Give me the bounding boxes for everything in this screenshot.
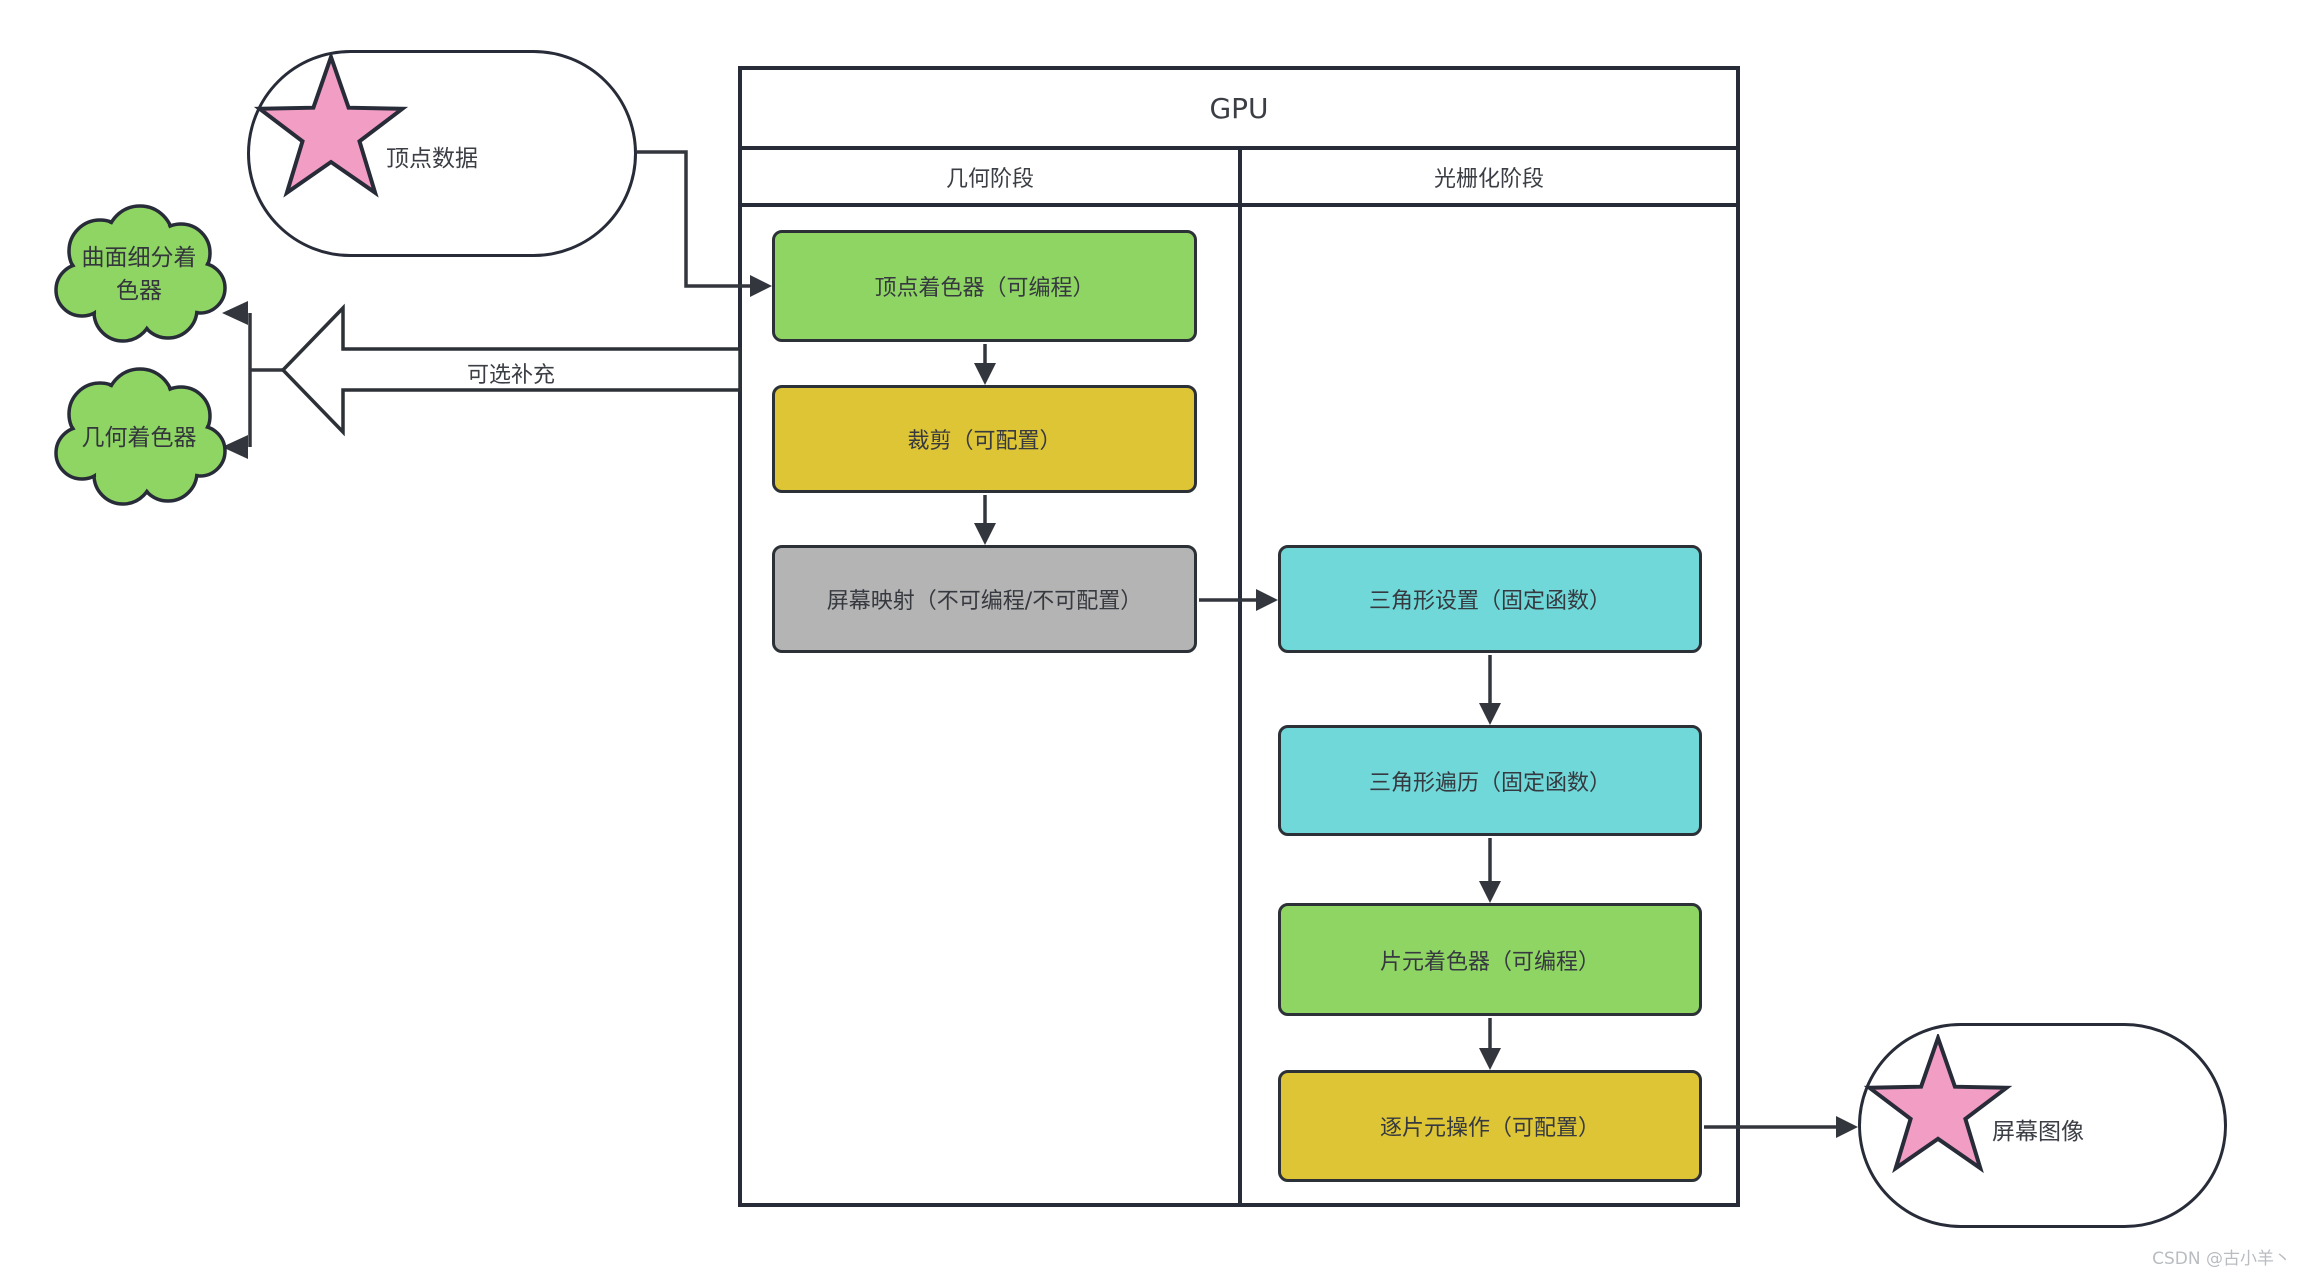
column-header-rasterization-stage: 光栅化阶段 — [1433, 166, 1544, 192]
arrowhead-into-screenimage — [1836, 1116, 1858, 1138]
tessellation-shader-label: 曲面细分着 色器 — [46, 205, 232, 345]
geometry-shader-label: 几何着色器 — [46, 368, 232, 508]
gpu-container-box — [738, 66, 1740, 1207]
tessellation-shader-label-line1: 曲面细分着 — [81, 245, 197, 271]
gpu-column-divider — [1238, 150, 1242, 1203]
node-tessellation-shader — [46, 203, 232, 351]
node-clipping: 裁剪（可配置） — [772, 385, 1197, 493]
node-vertex-shader: 顶点着色器（可编程） — [772, 230, 1197, 342]
geometry-shader-label-text: 几何着色器 — [81, 424, 197, 451]
tessellation-shader-label-line2: 色器 — [116, 278, 162, 304]
gpu-title: GPU — [1209, 91, 1269, 125]
node-triangle-traversal: 三角形遍历（固定函数） — [1278, 725, 1702, 836]
gpu-title-separator — [742, 146, 1736, 150]
vertex-data-label: 顶点数据 — [386, 146, 478, 172]
screen-image-label: 屏幕图像 — [1992, 1119, 2084, 1145]
node-triangle-setup: 三角形设置（固定函数） — [1278, 545, 1702, 653]
node-fragment-shader: 片元着色器（可编程） — [1278, 903, 1702, 1016]
star-icon — [253, 54, 409, 198]
star-shape — [1863, 1034, 2013, 1174]
star-icon — [1863, 1034, 2013, 1174]
optional-supplement-label: 可选补充 — [466, 363, 555, 388]
cloud-icon — [54, 367, 227, 506]
node-screen-mapping: 屏幕映射（不可编程/不可配置） — [772, 545, 1197, 653]
watermark: CSDN @古小羊丶 — [2152, 1249, 2291, 1269]
node-per-fragment-ops: 逐片元操作（可配置） — [1278, 1070, 1702, 1182]
star-shape — [253, 54, 409, 198]
edge-vertexdata-to-vertexshader — [637, 150, 752, 288]
node-geometry-shader — [46, 366, 232, 514]
column-header-geometry-stage: 几何阶段 — [945, 166, 1034, 192]
cloud-icon — [54, 204, 227, 343]
